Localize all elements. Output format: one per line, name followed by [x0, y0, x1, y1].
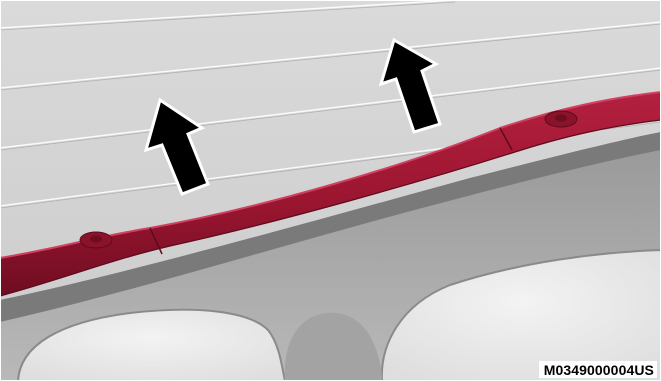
- trim-fastener-right: [545, 111, 577, 127]
- figure-code-label: M0349000004US: [539, 361, 657, 378]
- trim-fastener-left: [80, 232, 112, 248]
